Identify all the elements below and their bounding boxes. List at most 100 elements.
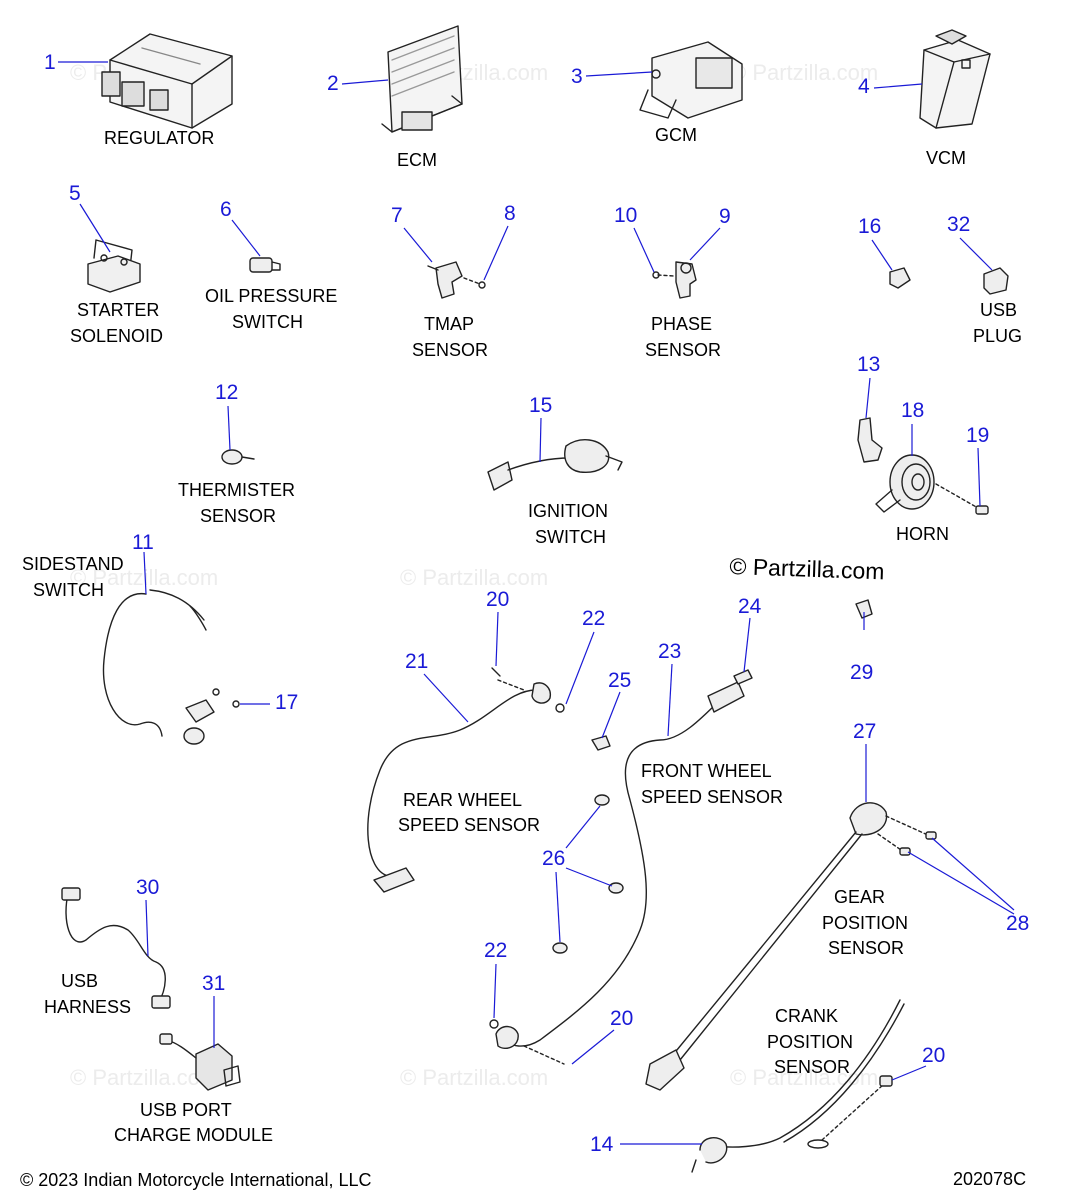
callout-22-rear: 22 (582, 607, 606, 630)
usb-port-part (159, 1033, 241, 1091)
watermark: © Partzilla.com (70, 565, 219, 590)
callout-6: 6 (220, 198, 232, 221)
label-gear-3: SENSOR (828, 938, 905, 958)
brand-mark: © Partzilla.com (729, 553, 885, 585)
watermark: © Partzilla.com (400, 565, 549, 590)
callout-26: 26 (542, 847, 566, 870)
callout-21: 21 (405, 650, 429, 673)
callout-10: 10 (614, 204, 638, 227)
label-ign-2: SWITCH (535, 527, 606, 547)
callout-16: 16 (858, 215, 882, 238)
ecm-part (381, 25, 463, 133)
gcm-part (639, 41, 743, 119)
callout-31: 31 (202, 972, 226, 995)
label-usbplug-2: PLUG (973, 326, 1023, 346)
tmap-sensor-part (427, 261, 486, 299)
callout-12: 12 (215, 381, 239, 404)
callout-20-front: 20 (610, 1007, 634, 1030)
callout-22-front: 22 (484, 939, 508, 962)
label-crank-1: CRANK (775, 1006, 839, 1026)
callout-17: 17 (275, 691, 299, 714)
label-crank-2: POSITION (767, 1032, 854, 1052)
callout-15: 15 (529, 394, 553, 417)
phase-sensor-part (652, 261, 697, 299)
label-front-1: FRONT WHEEL (641, 761, 772, 781)
callout-27: 27 (853, 720, 877, 743)
callout-19: 19 (966, 424, 990, 447)
watermark: © Partzilla.com (400, 1065, 549, 1090)
oil-pressure-switch-part (249, 257, 281, 273)
label-usbport-1: USB PORT (140, 1100, 232, 1120)
label-phase-1: PHASE (651, 314, 713, 334)
callout-3: 3 (571, 65, 583, 88)
label-usbplug-1: USB (980, 300, 1018, 320)
thermister-sensor-part (221, 449, 255, 465)
label-sidestand-1: SIDESTAND (22, 554, 124, 574)
label-usbport-2: CHARGE MODULE (114, 1125, 274, 1145)
usb-plug-part (983, 267, 1009, 295)
label-tmap-2: SENSOR (412, 340, 489, 360)
starter-solenoid-part (87, 239, 141, 293)
label-usbh-1: USB (61, 971, 99, 991)
label-oil-2: SWITCH (232, 312, 303, 332)
label-therm-2: SENSOR (200, 506, 277, 526)
label-oil-1: OIL PRESSURE (205, 286, 338, 306)
callout-7: 7 (391, 204, 403, 227)
callout-20-crank: 20 (922, 1044, 946, 1067)
callout-8: 8 (504, 202, 516, 225)
label-ign-1: IGNITION (528, 501, 608, 521)
callout-24: 24 (738, 595, 762, 618)
callout-4: 4 (858, 75, 870, 98)
label-crank-3: SENSOR (774, 1057, 851, 1077)
callout-18: 18 (901, 399, 925, 422)
front-wheel-speed-sensor-part (489, 669, 753, 1065)
callout-14: 14 (590, 1133, 614, 1156)
label-rear-1: REAR WHEEL (403, 790, 523, 810)
clips-part (552, 735, 624, 954)
watermark: © Partzilla.com (730, 60, 879, 85)
callout-25: 25 (608, 669, 632, 692)
label-front-2: SPEED SENSOR (641, 787, 784, 807)
horn-part (875, 454, 989, 515)
label-gear-1: GEAR (834, 887, 886, 907)
watermark: © Partzilla.com (730, 1065, 879, 1090)
callout-9: 9 (719, 205, 731, 228)
horn-bracket-part (857, 417, 883, 463)
label-gear-2: POSITION (822, 913, 909, 933)
label-starter-1: STARTER (77, 300, 160, 320)
crank-position-sensor-part (691, 999, 905, 1173)
callout-5: 5 (69, 182, 81, 205)
callout-29: 29 (850, 661, 874, 684)
vcm-part (919, 29, 991, 129)
leader-lines (58, 61, 1015, 1145)
gear-position-sensor-part (645, 802, 937, 1091)
rear-wheel-speed-sensor-part (367, 667, 565, 893)
clip-part (889, 267, 911, 289)
label-regulator: REGULATOR (104, 128, 215, 148)
label-tmap-1: TMAP (424, 314, 475, 334)
label-gcm: GCM (655, 125, 697, 145)
label-vcm: VCM (926, 148, 966, 168)
label-sidestand-2: SWITCH (33, 580, 104, 600)
sidestand-switch-part (102, 589, 240, 745)
callout-32: 32 (947, 213, 971, 236)
label-usbh-2: HARNESS (44, 997, 132, 1017)
regulator-part (101, 33, 233, 129)
label-therm-1: THERMISTER (178, 480, 295, 500)
callout-13: 13 (857, 353, 881, 376)
callout-1: 1 (44, 51, 56, 74)
callout-11: 11 (132, 531, 154, 554)
connector-part (855, 599, 873, 619)
label-ecm: ECM (397, 150, 437, 170)
usb-harness-part (61, 887, 171, 1009)
label-starter-2: SOLENOID (70, 326, 164, 346)
label-phase-2: SENSOR (645, 340, 722, 360)
ignition-switch-part (487, 439, 623, 491)
callout-2: 2 (327, 72, 339, 95)
callout-28: 28 (1006, 912, 1030, 935)
callout-20-rear: 20 (486, 588, 510, 611)
watermark: © Partzilla.com (70, 1065, 219, 1090)
diagram-code: 202078C (953, 1169, 1027, 1189)
copyright-notice: © 2023 Indian Motorcycle International, … (20, 1170, 372, 1190)
